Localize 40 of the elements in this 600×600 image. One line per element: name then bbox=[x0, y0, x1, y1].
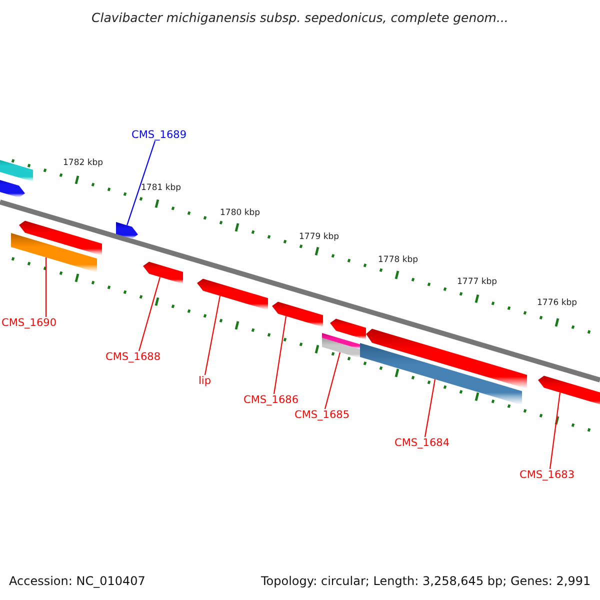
feature-bar bbox=[0, 157, 33, 182]
gene-label: CMS_1690 bbox=[2, 317, 57, 329]
gene-feature bbox=[366, 328, 527, 389]
gene-label: CMS_1688 bbox=[106, 351, 161, 363]
leader-line bbox=[126, 140, 156, 226]
gene-feature bbox=[143, 262, 183, 284]
gene-feature bbox=[0, 177, 25, 198]
leader-line bbox=[273, 316, 287, 394]
leader-line bbox=[204, 296, 221, 376]
tick-label: 1781 kbp bbox=[141, 182, 182, 194]
footer-text: Accession: NC_010407 bbox=[9, 575, 146, 587]
gene-label: CMS_1683 bbox=[520, 469, 575, 481]
gene-label: lip bbox=[198, 375, 211, 387]
feature-bar bbox=[322, 338, 360, 358]
gene-feature bbox=[19, 220, 102, 256]
gene-feature bbox=[116, 222, 138, 239]
gene-label: CMS_1685 bbox=[294, 409, 350, 421]
tick-label: 1779 kbp bbox=[299, 231, 340, 243]
gene-label: CMS_1689 bbox=[132, 129, 187, 141]
title: Clavibacter michiganensis subsp. sepedonicus, complete genom... bbox=[92, 12, 508, 24]
gene-label: CMS_1686 bbox=[244, 394, 299, 406]
leader-line bbox=[138, 276, 161, 352]
tick-label: 1778 kbp bbox=[378, 254, 418, 266]
tick-label: 1777 kbp bbox=[457, 276, 498, 288]
leader-line bbox=[324, 352, 341, 410]
feature-bar bbox=[322, 333, 360, 350]
tick-label: 1780 kbp bbox=[220, 207, 260, 219]
tick-label: 1782 kbp bbox=[63, 157, 104, 169]
gene-label: CMS_1684 bbox=[394, 437, 450, 449]
tick-label: 1776 kbp bbox=[537, 297, 578, 309]
gene-feature bbox=[538, 376, 600, 408]
gene-feature bbox=[197, 278, 268, 310]
feature-bar bbox=[11, 233, 97, 273]
footer-text: Topology: circular; Length: 3,258,645 bp; Genes: 2,991 bbox=[261, 575, 591, 587]
feature-bar bbox=[360, 343, 522, 406]
gene-feature bbox=[330, 318, 366, 340]
leader-line bbox=[549, 392, 561, 470]
leader-line bbox=[424, 379, 436, 438]
leader-line bbox=[45, 257, 47, 317]
gene-feature bbox=[272, 302, 323, 328]
